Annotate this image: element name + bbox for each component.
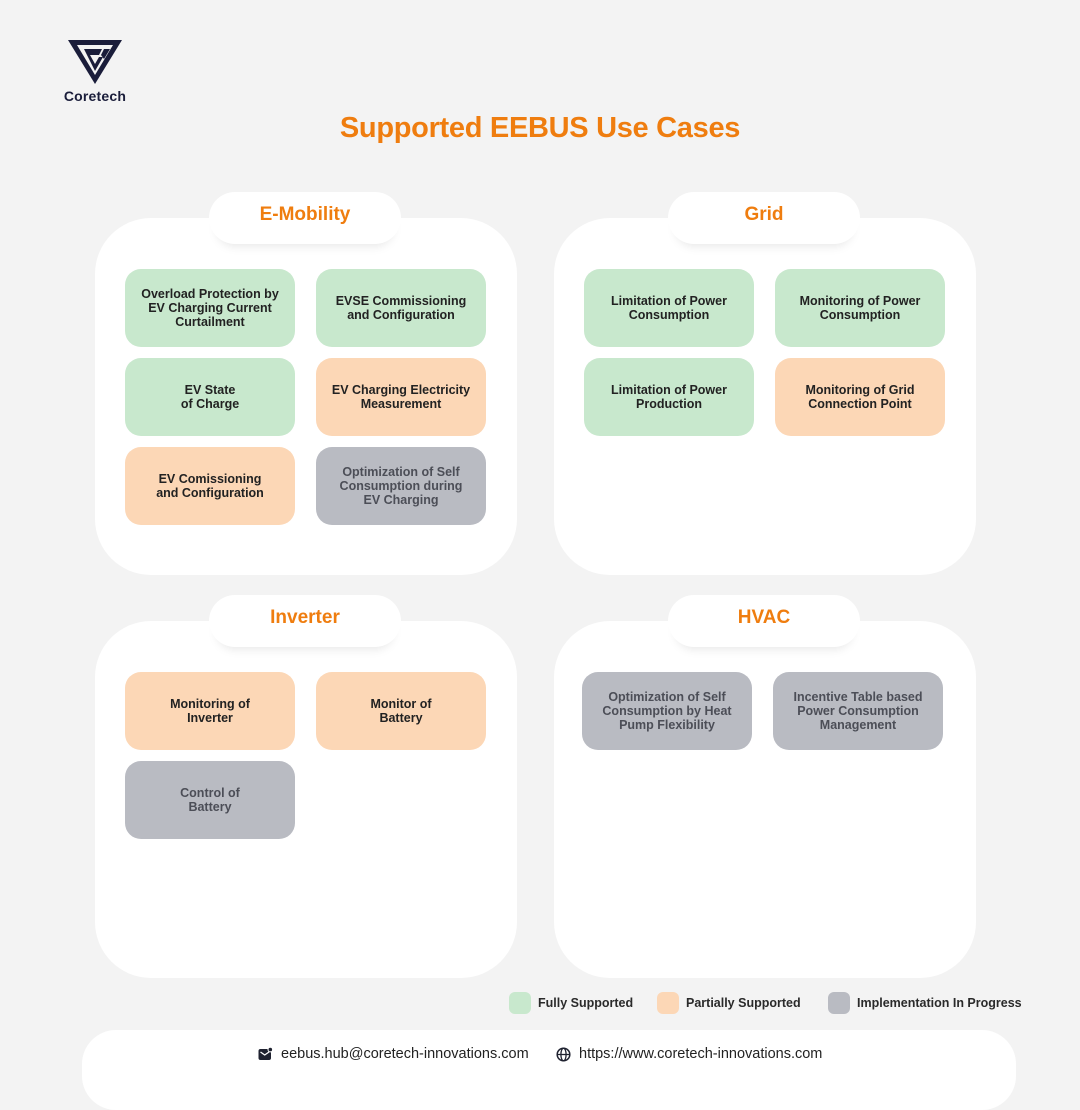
use-case-card: Control of Battery <box>125 761 295 839</box>
legend-implementation-in-progress: Implementation In Progress <box>828 992 1022 1014</box>
legend-label: Partially Supported <box>686 996 801 1010</box>
panel-title-inverter: Inverter <box>209 595 401 647</box>
use-case-card: EV Comissioning and Configuration <box>125 447 295 525</box>
use-case-card: EV Charging Electricity Measurement <box>316 358 486 436</box>
footer-email[interactable]: eebus.hub@coretech-innovations.com <box>258 1046 529 1062</box>
use-case-card: EV State of Charge <box>125 358 295 436</box>
legend-label: Fully Supported <box>538 996 634 1010</box>
legend-fully-supported: Fully Supported <box>509 992 633 1014</box>
use-case-card: Optimization of Self Consumption during … <box>316 447 486 525</box>
panel-title-grid: Grid <box>668 192 860 244</box>
use-case-card: Incentive Table based Power Consumption … <box>773 672 943 750</box>
email-icon <box>258 1047 273 1060</box>
email-text: eebus.hub@coretech-innovations.com <box>281 1046 529 1062</box>
brand-name: Coretech <box>63 88 127 104</box>
use-case-card: Limitation of Power Consumption <box>584 269 754 347</box>
use-case-card: Monitor of Battery <box>316 672 486 750</box>
use-case-card: Overload Protection by EV Charging Curre… <box>125 269 295 347</box>
panel-title-e-mobility: E-Mobility <box>209 192 401 244</box>
use-case-card: Monitoring of Grid Connection Point <box>775 358 945 436</box>
footer-website[interactable]: https://www.coretech-innovations.com <box>556 1046 822 1062</box>
use-case-card: Limitation of Power Production <box>584 358 754 436</box>
use-case-card: Monitoring of Power Consumption <box>775 269 945 347</box>
use-case-card: Optimization of Self Consumption by Heat… <box>582 672 752 750</box>
legend-swatch-gray <box>828 992 850 1014</box>
website-text: https://www.coretech-innovations.com <box>579 1046 823 1062</box>
legend-swatch-green <box>509 992 531 1014</box>
coretech-logo: Coretech <box>60 38 130 104</box>
legend-label: Implementation In Progress <box>857 996 1022 1010</box>
legend-partially-supported: Partially Supported <box>657 992 801 1014</box>
footer <box>82 1030 1016 1110</box>
use-case-card: EVSE Commissioning and Configuration <box>316 269 486 347</box>
globe-icon <box>556 1046 571 1062</box>
coretech-logo-icon <box>68 40 122 84</box>
page-title: Supported EEBUS Use Cases <box>339 112 741 144</box>
legend-swatch-orange <box>657 992 679 1014</box>
use-case-card: Monitoring of Inverter <box>125 672 295 750</box>
panel-title-hvac: HVAC <box>668 595 860 647</box>
